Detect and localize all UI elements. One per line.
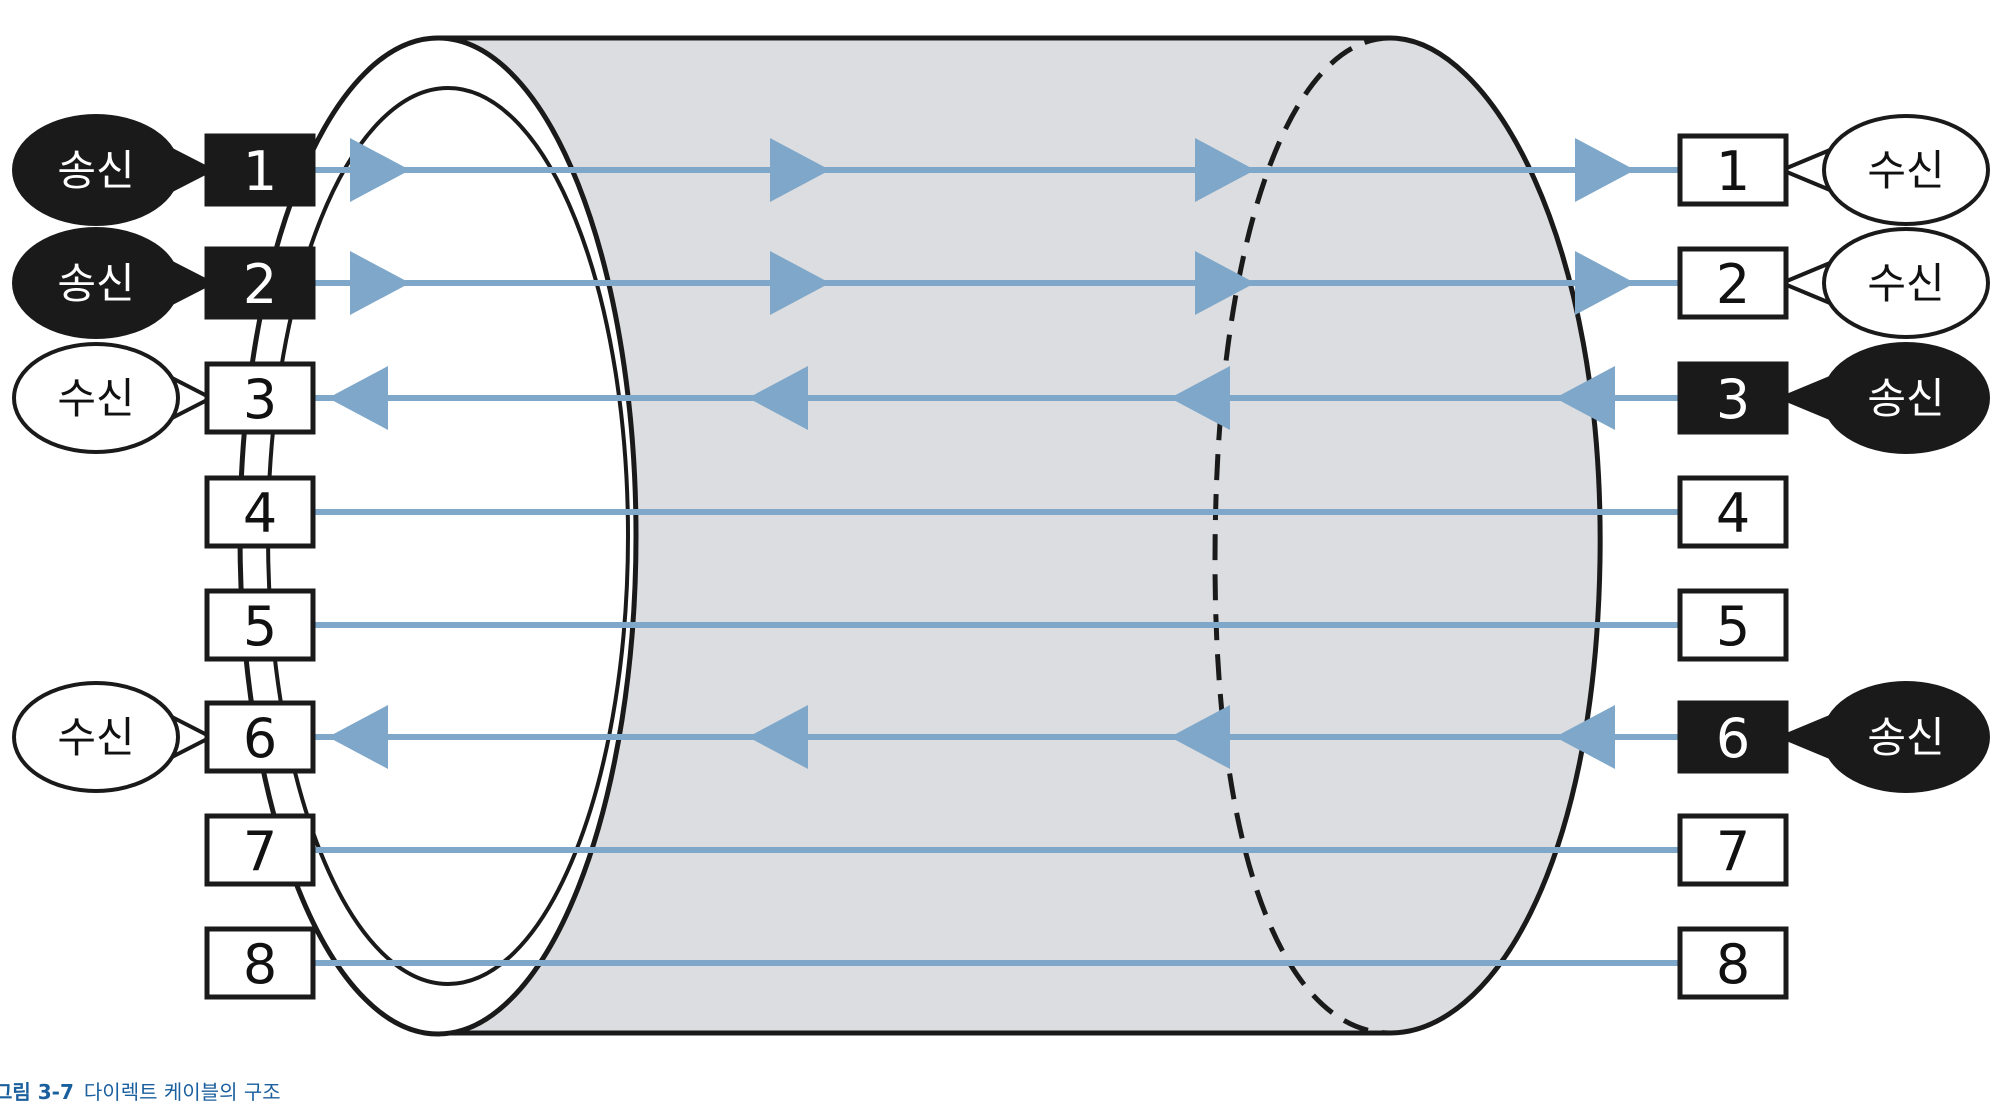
role-label: 수신 (57, 713, 134, 762)
figure-title: 다이렉트 케이블의 구조 (83, 1080, 281, 1104)
arrow-left-icon (1555, 705, 1615, 769)
role-label: 송신 (57, 146, 134, 195)
figure-caption: 그림 3-7 다이렉트 케이블의 구조 (0, 1076, 281, 1105)
arrow-left-icon (748, 705, 808, 769)
pin-number: 6 (243, 707, 277, 770)
pin-number: 8 (1716, 933, 1750, 996)
role-label: 수신 (1867, 146, 1944, 195)
pin-number: 6 (1716, 707, 1750, 770)
wires (313, 138, 1680, 966)
wire-6 (313, 705, 1680, 769)
pin-number: 8 (243, 933, 277, 996)
right-pin-2: 수신 2 (1677, 227, 1990, 339)
pin-box (1677, 133, 1789, 207)
bubble-fill (17, 119, 175, 221)
pin-box (1677, 588, 1789, 662)
arrow-right-icon (1195, 251, 1255, 315)
pin-box (204, 700, 316, 774)
pin-number: 7 (243, 820, 277, 883)
role-label: 수신 (57, 374, 134, 423)
pin-box (204, 133, 316, 207)
arrow-right-icon (350, 251, 410, 315)
pin-box (204, 588, 316, 662)
left-pin-7: 7 (204, 813, 316, 887)
wire-1 (313, 138, 1680, 202)
left-pin-3: 수신 3 (12, 342, 316, 454)
pin-number: 2 (243, 253, 277, 316)
cable-body (237, 35, 1603, 1037)
arrow-right-icon (350, 138, 410, 202)
pin-box (1677, 926, 1789, 1000)
arrow-left-icon (748, 366, 808, 430)
pin-box (204, 361, 316, 435)
bubble-fill (1827, 686, 1985, 788)
left-pin-5: 5 (204, 588, 316, 662)
pin-number: 1 (1716, 140, 1750, 203)
pin-number: 3 (243, 368, 277, 431)
bubble-fill (1827, 119, 1985, 221)
bubble-fill (17, 232, 175, 334)
left-pin-1: 송신 1 (12, 114, 316, 226)
pin-number: 3 (1716, 368, 1750, 431)
left-pin-8: 8 (204, 926, 316, 1000)
left-pin-2: 송신 2 (12, 227, 316, 339)
left-pin-4: 4 (204, 475, 316, 549)
role-label: 수신 (1867, 259, 1944, 308)
wire-2 (313, 251, 1680, 315)
bubble-fill (1827, 232, 1985, 334)
role-label: 송신 (57, 259, 134, 308)
pin-number: 4 (1716, 482, 1750, 545)
right-pin-8: 8 (1677, 926, 1789, 1000)
pin-number: 7 (1716, 820, 1750, 883)
arrow-right-icon (1575, 138, 1635, 202)
pin-box (204, 813, 316, 887)
right-pin-6: 송신 6 (1677, 681, 1990, 793)
right-pin-3: 송신 3 (1677, 342, 1990, 454)
pin-number: 4 (243, 482, 277, 545)
bubble-fill (17, 686, 175, 788)
arrow-right-icon (770, 251, 830, 315)
wire-3 (313, 366, 1680, 430)
left-pin-6: 수신 6 (12, 681, 316, 793)
right-pin-5: 5 (1677, 588, 1789, 662)
pin-number: 2 (1716, 253, 1750, 316)
role-label: 송신 (1867, 374, 1944, 423)
pin-box (1677, 475, 1789, 549)
pin-box (204, 926, 316, 1000)
role-label: 송신 (1867, 713, 1944, 762)
pin-box (1677, 246, 1789, 320)
pin-box (1677, 700, 1789, 774)
arrow-right-icon (1575, 251, 1635, 315)
figure-label: 그림 3-7 (0, 1080, 74, 1104)
pin-box (1677, 361, 1789, 435)
cable-back-rim-dashed (1212, 35, 1391, 1036)
arrow-left-icon (1555, 366, 1615, 430)
pin-box (204, 246, 316, 320)
arrow-left-icon (1170, 705, 1230, 769)
pin-connectors: 송신 1 송신 2 수신 3 4 5 수신 6 7 8 수신 1 수신 2 송신 3 4 5 송신 6 7 8 (12, 114, 1990, 1000)
right-pin-7: 7 (1677, 813, 1789, 887)
bubble-fill (17, 347, 175, 449)
pin-number: 5 (243, 595, 277, 658)
arrow-left-icon (328, 705, 388, 769)
arrow-right-icon (1195, 138, 1255, 202)
arrow-right-icon (770, 138, 830, 202)
pin-box (204, 475, 316, 549)
pin-number: 5 (1716, 595, 1750, 658)
pin-box (1677, 813, 1789, 887)
arrow-left-icon (1170, 366, 1230, 430)
bubble-fill (1827, 347, 1985, 449)
pin-number: 1 (243, 140, 277, 203)
right-pin-1: 수신 1 (1677, 114, 1990, 226)
right-pin-4: 4 (1677, 475, 1789, 549)
arrow-left-icon (328, 366, 388, 430)
